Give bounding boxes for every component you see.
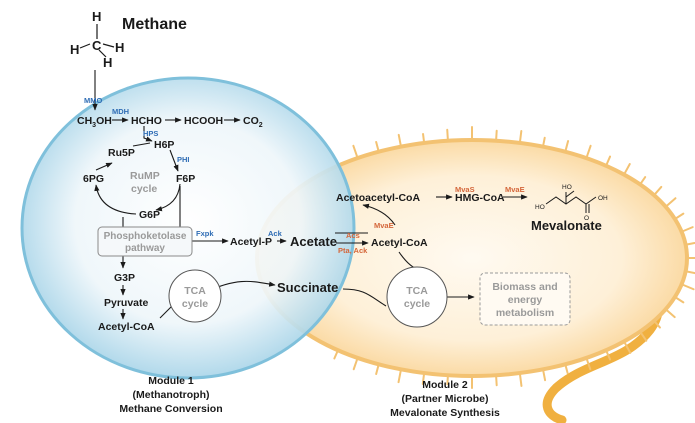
metabolite-acetyl-p: Acetyl-P bbox=[230, 236, 272, 248]
tca-cycle-m2-label-2: cycle bbox=[404, 298, 430, 310]
enzyme-hps: HPS bbox=[143, 129, 158, 138]
metabolite-ru5p: Ru5P bbox=[108, 147, 135, 159]
cell-spike bbox=[585, 144, 592, 160]
diagram-title: Methane bbox=[122, 16, 187, 33]
atom-c: C bbox=[92, 38, 102, 53]
biomass-energy-box: Biomass and energy metabolism bbox=[479, 272, 571, 326]
metabolite-hmg-coa: HMG-CoA bbox=[455, 192, 505, 204]
module1-caption-line1: Module 1 bbox=[148, 375, 194, 387]
metabolite-g3p: G3P bbox=[114, 272, 135, 284]
module1-caption-line2: (Methanotroph) bbox=[133, 389, 210, 401]
module2-caption-line1: Module 2 bbox=[422, 379, 468, 391]
enzyme-fxpk: Fxpk bbox=[196, 229, 214, 238]
module2-caption: Module 2 (Partner Microbe) Mevalonate Sy… bbox=[390, 379, 500, 419]
metabolite-acetate: Acetate bbox=[290, 234, 337, 249]
enzyme-mvas: MvaS bbox=[455, 185, 475, 194]
module2-caption-line3: Mevalonate Synthesis bbox=[390, 407, 500, 419]
atom-h-bottom: H bbox=[103, 55, 112, 70]
mevalonate-o: O bbox=[584, 215, 589, 222]
metabolite-hcooh: HCOOH bbox=[184, 115, 223, 127]
biomass-label-1: Biomass and bbox=[492, 281, 557, 293]
biomass-label-3: metabolism bbox=[496, 307, 554, 319]
mevalonate-ho-left: HO bbox=[535, 204, 545, 211]
enzyme-mvae-top: MvaE bbox=[505, 185, 525, 194]
metabolite-acetyl-coa-m2: Acetyl-CoA bbox=[371, 237, 428, 249]
module2-enzymes: MvaS MvaE MvaE Acs Pta, Ack bbox=[338, 185, 525, 255]
module2-caption-line2: (Partner Microbe) bbox=[402, 393, 489, 405]
metabolite-f6p: F6P bbox=[176, 173, 195, 185]
metabolite-6pg: 6PG bbox=[83, 173, 104, 185]
cell-spike bbox=[623, 340, 632, 354]
enzyme-acs: Acs bbox=[346, 231, 360, 240]
metabolite-succinate: Succinate bbox=[277, 280, 338, 295]
cell-spike bbox=[518, 372, 523, 387]
biomass-label-2: energy bbox=[508, 294, 543, 306]
phosphoketolase-pathway-box: Phosphoketolase pathway bbox=[97, 226, 193, 257]
metabolite-acetyl-coa-m1: Acetyl-CoA bbox=[98, 321, 155, 333]
tca-cycle-m1-label-2: cycle bbox=[182, 298, 208, 310]
tca-cycle-m2-label-1: TCA bbox=[406, 285, 428, 297]
methane-molecule: H H C H H bbox=[70, 9, 124, 70]
enzyme-mvae-left: MvaE bbox=[374, 221, 394, 230]
cell-spike bbox=[352, 144, 359, 160]
mevalonate-oh: OH bbox=[598, 195, 608, 202]
rump-cycle-label-1: RuMP bbox=[130, 170, 160, 182]
atom-h-right: H bbox=[115, 40, 124, 55]
metabolite-co2: CO2 bbox=[243, 115, 263, 129]
metabolite-pyruvate: Pyruvate bbox=[104, 297, 149, 309]
tca-cycle-m1: TCA cycle bbox=[168, 269, 222, 323]
phosphoketolase-label-2: pathway bbox=[125, 243, 165, 254]
enzyme-mmo: MMO bbox=[84, 96, 102, 105]
enzyme-pta-ack: Pta, Ack bbox=[338, 246, 368, 255]
module1-caption-line3: Methane Conversion bbox=[119, 403, 222, 415]
module1-caption: Module 1 (Methanotroph) Methane Conversi… bbox=[119, 375, 222, 415]
cell-spike bbox=[397, 368, 402, 384]
metabolite-mevalonate: Mevalonate bbox=[531, 218, 602, 233]
tca-cycle-m1-label-1: TCA bbox=[184, 285, 206, 297]
module1-enzymes: MMO MDH HPS PHI Fxpk bbox=[84, 96, 214, 238]
metabolite-acetoacetyl-coa: Acetoacetyl-CoA bbox=[336, 192, 420, 204]
enzyme-mdh: MDH bbox=[112, 107, 129, 116]
metabolite-methanol: CH3OH bbox=[77, 115, 112, 129]
cell-spike bbox=[664, 197, 677, 208]
atom-h-left: H bbox=[70, 42, 79, 57]
module2-metabolites: Acetoacetyl-CoA HMG-CoA Acetyl-CoA Meval… bbox=[336, 192, 602, 249]
metabolite-g6p: G6P bbox=[139, 209, 160, 221]
enzyme-ack: Ack bbox=[268, 229, 283, 238]
enzyme-phi: PHI bbox=[177, 155, 190, 164]
mevalonate-structure bbox=[545, 190, 597, 213]
phosphoketolase-label-1: Phosphoketolase bbox=[104, 231, 187, 242]
atom-h-top: H bbox=[92, 9, 101, 24]
mevalonate-ho-top: HO bbox=[562, 184, 572, 191]
module1-metabolites: CH3OH HCHO HCOOH CO2 H6P Ru5P F6P G6P 6P… bbox=[77, 115, 272, 333]
cell-spike bbox=[680, 283, 695, 291]
rump-cycle-label-2: cycle bbox=[131, 183, 157, 195]
tca-cycle-m2: TCA cycle bbox=[386, 266, 448, 328]
metabolite-hcho: HCHO bbox=[131, 115, 162, 127]
metabolite-h6p: H6P bbox=[154, 139, 174, 151]
